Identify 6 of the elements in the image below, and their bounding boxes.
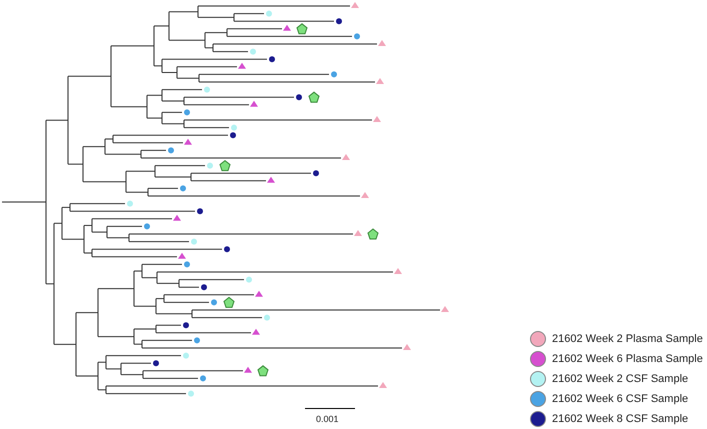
legend-label: 21602 Week 2 CSF Sample [552,373,688,385]
legend-label: 21602 Week 6 Plasma Sample [552,353,703,365]
legend-label: 21602 Week 6 CSF Sample [552,393,688,405]
legend-label: 21602 Week 2 Plasma Sample [552,333,703,345]
legend-label: 21602 Week 8 CSF Sample [552,413,688,425]
scale-label: 0.001 [316,414,339,424]
